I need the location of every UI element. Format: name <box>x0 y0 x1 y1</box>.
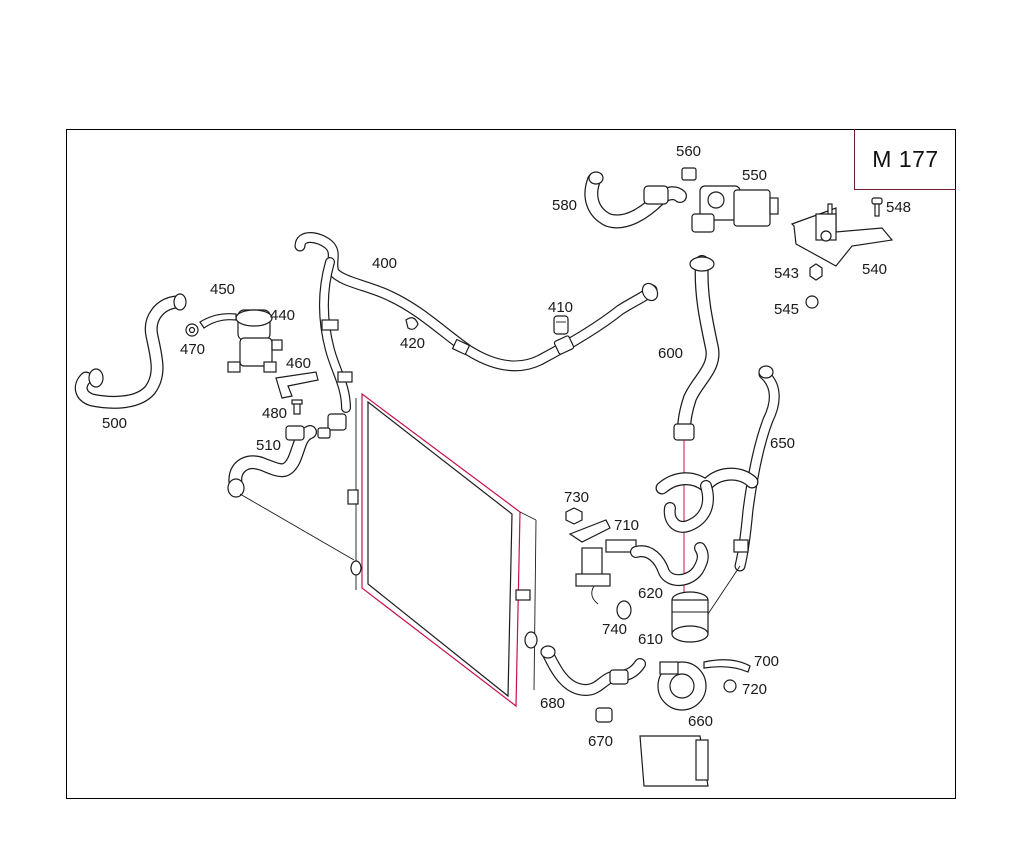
clamp-450 <box>199 313 237 329</box>
hose-510 <box>227 425 355 561</box>
callout-480: 480 <box>262 405 287 422</box>
callout-510: 510 <box>256 437 281 454</box>
callout-545: 545 <box>774 301 799 318</box>
callout-710: 710 <box>614 517 639 534</box>
callout-543: 543 <box>774 265 799 282</box>
hose-500 <box>74 293 187 409</box>
callout-410: 410 <box>548 299 573 316</box>
callout-560: 560 <box>676 143 701 160</box>
bolt-548 <box>871 197 883 217</box>
callout-470: 470 <box>180 341 205 358</box>
thermostat-550 <box>691 185 779 233</box>
diagram-code-box: M 177 <box>854 129 956 190</box>
callout-500: 500 <box>102 415 127 432</box>
cap-560 <box>681 167 697 181</box>
clamp-700 <box>703 659 751 673</box>
callout-700: 700 <box>754 653 779 670</box>
diagram-frame <box>66 129 956 799</box>
callout-540: 540 <box>862 261 887 278</box>
hose-650 <box>655 365 780 621</box>
water-pump-610 <box>671 591 709 643</box>
nut-543 <box>809 263 823 281</box>
bracket-540 <box>790 203 894 267</box>
plug-670 <box>595 707 613 723</box>
radiator <box>347 392 538 708</box>
callout-650: 650 <box>770 435 795 452</box>
callout-600: 600 <box>658 345 683 362</box>
callout-440: 440 <box>270 307 295 324</box>
callout-548: 548 <box>886 199 911 216</box>
clip-420 <box>405 317 419 330</box>
diagram-code: M 177 <box>872 145 939 172</box>
aux-pump-440 <box>227 309 283 373</box>
callout-labels: 400 410 420 440 450 460 470 480 500 510 … <box>102 143 911 750</box>
callout-720: 720 <box>742 681 767 698</box>
bracket-460 <box>275 371 319 399</box>
callout-730: 730 <box>564 489 589 506</box>
screw-480 <box>291 399 303 415</box>
grommet-740 <box>616 600 632 620</box>
callout-550: 550 <box>742 167 767 184</box>
callout-460: 460 <box>286 355 311 372</box>
nut-730 <box>565 507 583 525</box>
callout-420: 420 <box>400 335 425 352</box>
callout-400: 400 <box>372 255 397 272</box>
nut-470 <box>185 323 199 337</box>
callout-680: 680 <box>540 695 565 712</box>
callout-450: 450 <box>210 281 235 298</box>
callout-660: 660 <box>688 713 713 730</box>
hose-580 <box>584 171 687 229</box>
callout-620: 620 <box>638 585 663 602</box>
callout-580: 580 <box>552 197 577 214</box>
nut-720 <box>723 679 737 693</box>
hose-680 <box>540 645 646 696</box>
callout-610: 610 <box>638 631 663 648</box>
bracket-710 <box>568 519 637 605</box>
callout-670: 670 <box>588 733 613 750</box>
hose-400 <box>294 232 659 431</box>
nut-545 <box>805 295 819 309</box>
clamp-410 <box>553 315 569 335</box>
pump-660 <box>639 661 709 787</box>
hose-620 <box>630 542 709 586</box>
callout-740: 740 <box>602 621 627 638</box>
hose-600 <box>673 255 720 596</box>
